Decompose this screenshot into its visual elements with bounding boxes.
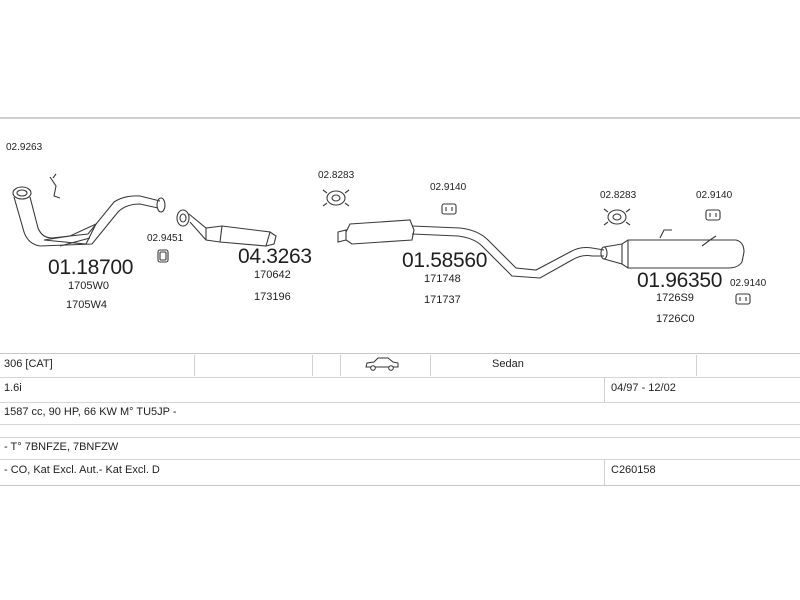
table-divider — [430, 355, 431, 376]
part-ref-front-pipe-2: 1705W4 — [66, 299, 107, 311]
bracket-drawing-2 — [705, 209, 721, 221]
exhaust-diagram — [12, 173, 751, 305]
part-code-rear-muffler: 01.96350 — [637, 269, 723, 292]
part-ref-front-pipe-1: 1705W0 — [68, 280, 109, 292]
types-cell: - T° 7BNFZE, 7BNFZW — [4, 441, 119, 453]
part-code-center-pipe: 01.58560 — [402, 249, 488, 272]
center-pipe-drawing — [337, 219, 605, 279]
table-divider — [604, 378, 605, 402]
catalyst-drawing — [176, 209, 277, 247]
specs-cell: 1587 cc, 90 HP, 66 KW M° TU5JP - — [4, 406, 177, 418]
part-ref-catalyst-1: 170642 — [254, 269, 291, 281]
fitting-code-clamp: 02.9451 — [147, 233, 184, 244]
fitting-code-rubber-mount-1: 02.8283 — [318, 170, 355, 181]
model-cell: 306 [CAT] — [4, 358, 53, 370]
table-divider — [696, 355, 697, 376]
notes-cell: - CO, Kat Excl. Aut.- Kat Excl. D — [4, 464, 160, 476]
table-divider — [604, 460, 605, 485]
engine-cell: 1.6i — [4, 382, 22, 394]
fitting-code-bracket-1: 02.9140 — [430, 182, 467, 193]
fitting-code-bracket-2: 02.9140 — [696, 190, 733, 201]
part-code-catalyst: 04.3263 — [238, 245, 312, 268]
rear-muffler-drawing — [600, 229, 745, 269]
table-row-border — [0, 437, 800, 438]
part-ref-center-pipe-1: 171748 — [424, 273, 461, 285]
rubber-mount-drawing-1 — [322, 189, 350, 207]
fitting-code-rubber-mount-2: 02.8283 — [600, 190, 637, 201]
front-pipe-drawing — [12, 186, 166, 247]
part-ref-rear-muffler-1: 1726S9 — [656, 292, 694, 304]
bracket-drawing-1 — [441, 203, 457, 215]
rubber-mount-drawing-2 — [603, 208, 631, 226]
body-type-cell: Sedan — [492, 358, 524, 370]
hook-drawing — [49, 173, 61, 199]
table-row-border — [0, 402, 800, 403]
bracket-drawing-3 — [735, 293, 751, 305]
part-ref-catalyst-2: 173196 — [254, 291, 291, 303]
table-row-border — [0, 459, 800, 460]
table-row-border — [0, 424, 800, 425]
clamp-drawing — [157, 249, 169, 263]
car-icon — [364, 357, 400, 374]
catalog-code-cell: C260158 — [611, 464, 656, 476]
top-border — [0, 117, 800, 119]
fitting-code-bracket-3: 02.9140 — [730, 278, 767, 289]
part-ref-center-pipe-2: 171737 — [424, 294, 461, 306]
part-code-front-pipe: 01.18700 — [48, 256, 134, 279]
table-divider — [340, 355, 341, 376]
table-row-border — [0, 377, 800, 378]
fitting-code-hook: 02.9263 — [6, 142, 43, 153]
table-bottom-border — [0, 485, 800, 486]
table-divider — [312, 355, 313, 376]
table-top-border — [0, 353, 800, 354]
table-divider — [194, 355, 195, 376]
years-cell: 04/97 - 12/02 — [611, 382, 676, 394]
part-ref-rear-muffler-2: 1726C0 — [656, 313, 695, 325]
